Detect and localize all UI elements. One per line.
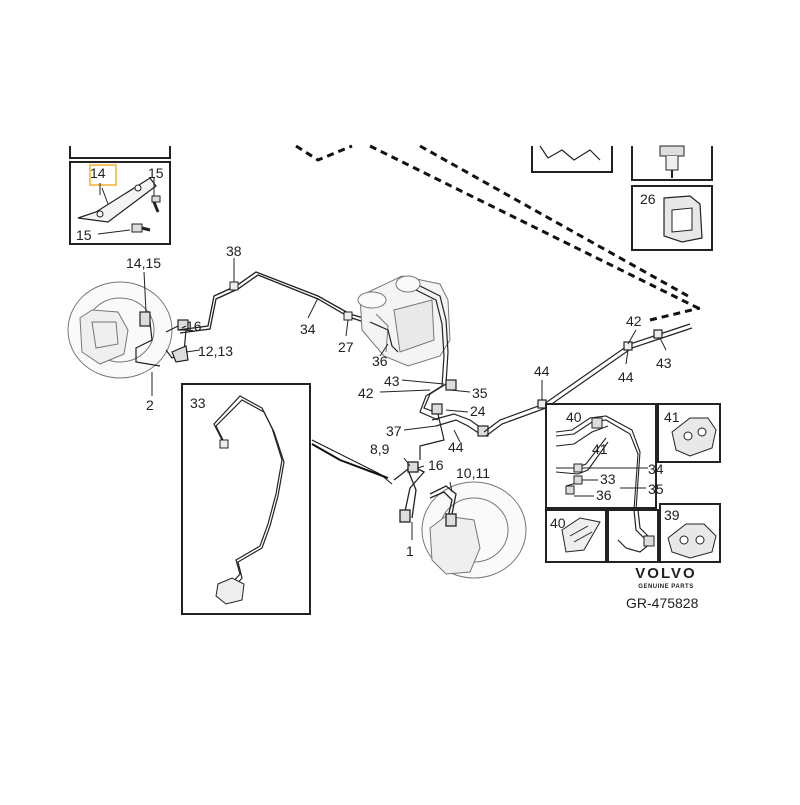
callout-10-11: 10,11 bbox=[456, 465, 490, 481]
inset-line-detail bbox=[607, 509, 659, 563]
inset-clip-40: 40 bbox=[545, 509, 607, 563]
callout-44: 44 bbox=[448, 439, 464, 455]
callout-14-15: 14,15 bbox=[126, 255, 161, 271]
left-hose bbox=[135, 311, 189, 367]
inset-clip-26: 26 bbox=[631, 185, 713, 251]
master-cylinder bbox=[357, 275, 451, 367]
callout-44: 44 bbox=[534, 363, 550, 379]
brand-name: VOLVO bbox=[635, 565, 696, 582]
callout-33: 33 bbox=[190, 395, 206, 411]
inset-line-33: 33 bbox=[181, 383, 311, 615]
callout-35: 35 bbox=[472, 385, 488, 401]
callout-36: 36 bbox=[596, 487, 612, 503]
callout-16: 16 bbox=[428, 457, 444, 473]
callout-42: 42 bbox=[626, 313, 642, 329]
callout-15: 15 bbox=[148, 165, 164, 181]
bolt-icon bbox=[151, 195, 161, 213]
callout-38: 38 bbox=[226, 243, 242, 259]
inset-clip-top bbox=[531, 145, 613, 173]
brand-tagline: GENUINE PARTS bbox=[638, 584, 693, 590]
callout-2: 2 bbox=[146, 397, 154, 413]
clip-icon bbox=[671, 417, 717, 457]
left-brake-assembly bbox=[67, 281, 173, 379]
master-cylinder-lines bbox=[369, 285, 489, 460]
right-brake-assembly bbox=[421, 481, 527, 579]
callout-12-13: 12,13 bbox=[198, 343, 233, 359]
callout-41: 41 bbox=[592, 441, 608, 457]
callout-1: 1 bbox=[406, 543, 414, 559]
callout-40: 40 bbox=[566, 409, 582, 425]
callout-14: 14 bbox=[90, 165, 106, 181]
callout-8-9: 8,9 bbox=[370, 441, 390, 457]
callout-43: 43 bbox=[656, 355, 672, 371]
callout-42: 42 bbox=[358, 385, 374, 401]
pointer-arrow bbox=[311, 439, 393, 485]
callout-24: 24 bbox=[470, 403, 486, 419]
callout-36: 36 bbox=[372, 353, 388, 369]
inset-distribution-block: 40 41 34 33 35 36 bbox=[545, 403, 664, 511]
callout-34: 34 bbox=[300, 321, 316, 337]
bolt-icon bbox=[131, 223, 151, 233]
right-hose bbox=[393, 461, 457, 527]
callout-27: 27 bbox=[338, 339, 354, 355]
inset-clip-39: 39 bbox=[659, 503, 721, 563]
volvo-logo: VOLVO GENUINE PARTS bbox=[635, 565, 696, 590]
callout-35: 35 bbox=[648, 481, 664, 497]
callout-43: 43 bbox=[384, 373, 400, 389]
clip-icon bbox=[667, 523, 717, 559]
pointer-arrow bbox=[311, 443, 389, 479]
body-outline-dashed bbox=[295, 144, 701, 322]
callout-40: 40 bbox=[550, 515, 566, 531]
callout-15: 15 bbox=[76, 227, 92, 243]
callout-41: 41 bbox=[664, 409, 680, 425]
highlight-box bbox=[89, 164, 117, 186]
callout-39: 39 bbox=[664, 507, 680, 523]
inset-bracket: 14 15 15 bbox=[69, 146, 171, 245]
inset-fastener-top bbox=[631, 145, 713, 181]
callout-37: 37 bbox=[386, 423, 402, 439]
callout-26: 26 bbox=[640, 191, 656, 207]
reference-number: GR-475828 bbox=[626, 595, 699, 611]
brake-line-main bbox=[177, 271, 371, 334]
callout-33: 33 bbox=[600, 471, 616, 487]
inset-clip-41: 41 bbox=[657, 403, 721, 463]
callout-34: 34 bbox=[648, 461, 664, 477]
callout-44: 44 bbox=[618, 369, 634, 385]
